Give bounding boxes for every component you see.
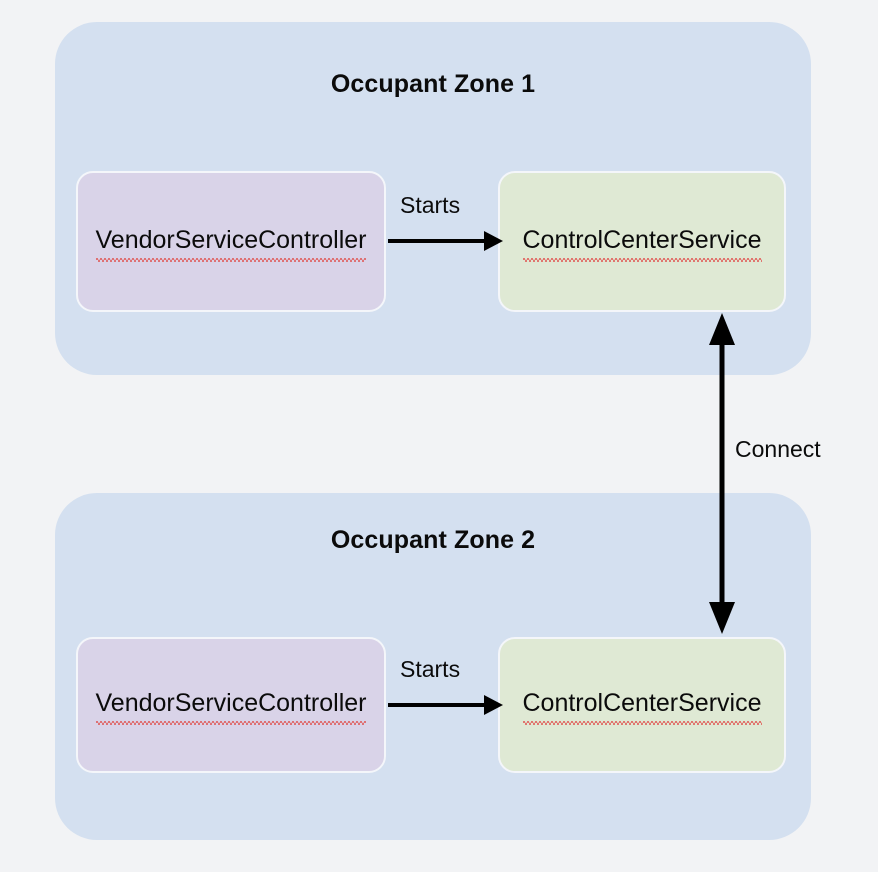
edge-label-starts-zone-1: Starts xyxy=(400,192,461,218)
zone-title-2: Occupant Zone 2 xyxy=(330,526,536,554)
node-control-center-service-zone-1[interactable]: ControlCenterService xyxy=(498,171,786,312)
node-label: ControlCenterService xyxy=(522,226,762,262)
zone-title-1: Occupant Zone 1 xyxy=(330,70,536,98)
node-label: VendorServiceController xyxy=(95,226,366,262)
edge-label-starts-zone-2: Starts xyxy=(400,656,461,682)
node-vendor-service-controller-zone-2[interactable]: VendorServiceController xyxy=(76,637,386,773)
node-label: ControlCenterService xyxy=(522,689,762,725)
node-control-center-service-zone-2[interactable]: ControlCenterService xyxy=(498,637,786,773)
edge-label-connect: Connect xyxy=(735,436,821,462)
node-vendor-service-controller-zone-1[interactable]: VendorServiceController xyxy=(76,171,386,312)
node-label: VendorServiceController xyxy=(95,689,366,725)
